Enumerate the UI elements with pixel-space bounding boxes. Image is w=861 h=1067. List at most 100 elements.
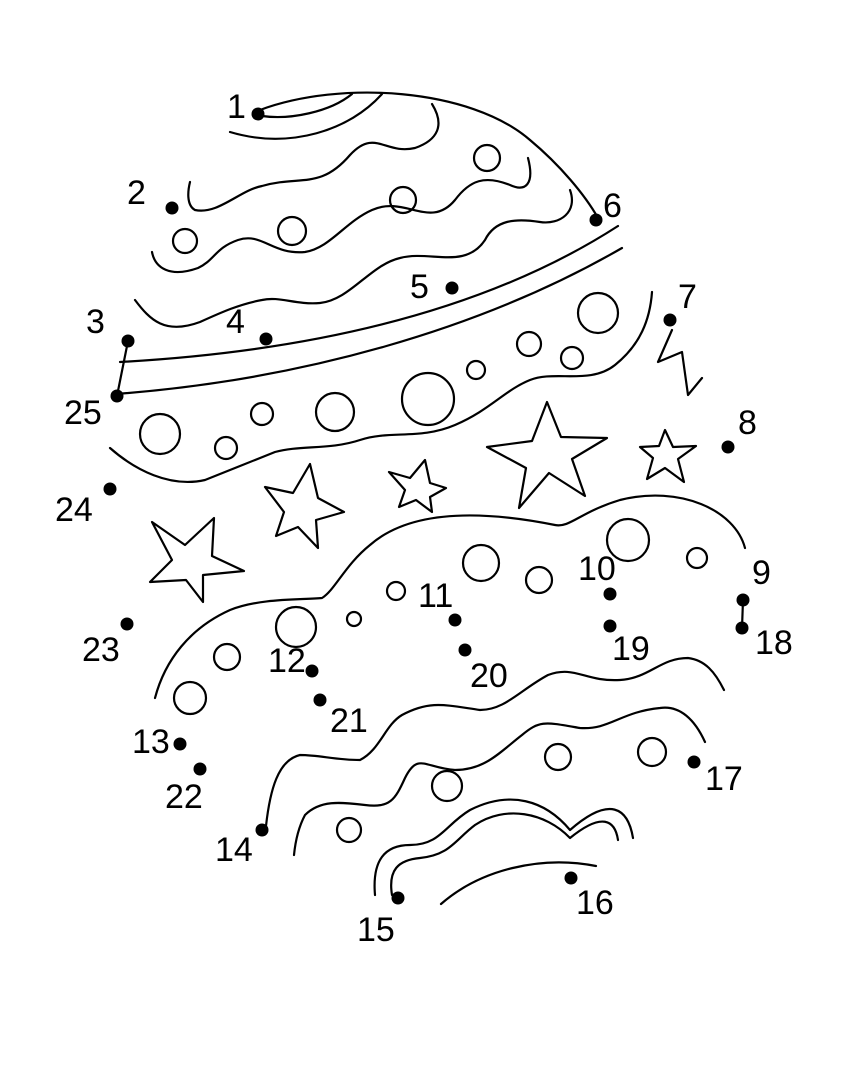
numbered-dot[interactable]: 5 [410,268,459,306]
egg-dot-circle [605,517,651,563]
svg-text:20: 20 [470,657,508,695]
svg-text:9: 9 [752,554,771,592]
star-icon [485,400,609,510]
numbered-dot[interactable]: 23 [82,617,134,670]
svg-text:19: 19 [612,630,650,668]
egg-middle-artwork [108,290,704,484]
egg-dot-circle [461,543,501,583]
egg-lower-outline [153,494,747,700]
svg-text:12: 12 [268,642,306,680]
svg-text:23: 23 [82,631,120,669]
egg-dot-circle [138,412,182,456]
egg-band-line-upper [118,224,620,364]
svg-text:25: 25 [64,394,102,432]
egg-dot-circle [388,185,418,215]
svg-text:16: 16 [576,884,614,922]
egg-bottom-arc-base [439,861,598,906]
numbered-dot[interactable]: 15 [357,891,405,950]
connector-line-3-25 [115,339,130,398]
egg-wave-1 [187,102,440,212]
egg-bottom-arc-outer [373,798,635,897]
svg-text:21: 21 [330,702,368,740]
egg-dot-circle [636,736,668,768]
svg-text:10: 10 [578,550,616,588]
egg-dot-circle [385,580,407,602]
egg-lower-wave-1 [264,656,726,828]
egg-lower-wave-2 [292,706,707,857]
egg-dot-circle [276,215,308,247]
numbered-dot[interactable]: 14 [215,823,269,870]
egg-dot-circle [576,291,620,335]
svg-text:22: 22 [165,778,203,816]
numbered-dot[interactable]: 25 [64,389,124,433]
numbered-dot[interactable]: 12 [268,642,319,680]
numbered-dot[interactable]: 10 [578,550,617,601]
egg-dot-circle [430,769,464,803]
numbered-dot[interactable]: 21 [313,693,368,741]
egg-top-swirl-outer [228,92,384,140]
egg-band-line-lower [114,246,624,396]
egg-outline-top-arc [258,91,600,220]
numbered-dot[interactable]: 22 [165,762,207,817]
svg-text:13: 13 [132,723,170,761]
numbered-dot[interactable]: 4 [226,303,273,346]
numbered-dot[interactable]: 1 [227,88,265,126]
svg-text:4: 4 [226,303,245,341]
svg-text:24: 24 [55,491,93,529]
egg-dot-circle [249,401,275,427]
numbered-dot[interactable]: 18 [735,621,793,663]
egg-dot-circle [524,565,554,595]
egg-dot-circle [559,345,585,371]
numbered-dot[interactable]: 2 [127,174,179,215]
egg-dot-circle [172,680,208,716]
egg-dot-circle [345,610,363,628]
star-icon [638,428,698,484]
numbered-dot[interactable]: 7 [663,278,697,327]
svg-text:7: 7 [678,278,697,316]
numbered-dot[interactable]: 24 [55,482,117,530]
egg-dot-circle [314,391,356,433]
svg-text:5: 5 [410,268,429,306]
numbered-dot[interactable]: 8 [721,404,757,454]
star-icon [387,458,448,514]
svg-text:17: 17 [705,760,743,798]
egg-dot-circle [685,546,709,570]
numbered-dot[interactable]: 20 [458,643,508,696]
svg-text:8: 8 [738,404,757,442]
svg-text:3: 3 [86,303,105,341]
egg-dot-circle [543,742,573,772]
numbered-dot[interactable]: 9 [736,554,771,607]
numbered-dot[interactable]: 19 [603,619,650,669]
egg-dot-circle [335,816,363,844]
svg-text:18: 18 [755,624,793,662]
egg-bottom-arc-inner [390,812,620,897]
egg-dot-circle [212,642,242,672]
numbered-dot[interactable]: 6 [589,187,622,227]
egg-top-artwork [114,91,624,396]
egg-dot-circle [213,435,239,461]
svg-text:14: 14 [215,831,253,869]
svg-text:15: 15 [357,911,395,949]
egg-top-swirl-inner [260,92,354,119]
star-group [148,400,698,604]
egg-dot-circle [472,143,502,173]
numbered-dots: 1 2 3 4 5 6 7 8 9 10 11 12 13 14 15 16 1… [55,88,793,949]
svg-text:6: 6 [603,187,622,225]
egg-dot-circle [515,330,543,358]
egg-dot-circle [274,605,318,649]
egg-middle-wave [108,290,654,484]
egg-dot-circle [465,359,487,381]
egg-lower-artwork [153,494,747,906]
egg-wave-2 [150,156,532,273]
numbered-dot[interactable]: 11 [418,577,462,627]
svg-text:1: 1 [227,88,246,126]
numbered-dot[interactable]: 3 [86,303,135,348]
numbered-dot[interactable]: 17 [687,755,743,799]
numbered-dot[interactable]: 16 [564,871,614,923]
svg-text:2: 2 [127,174,146,212]
lightning-zigzag [656,328,704,397]
numbered-dot[interactable]: 13 [132,723,187,761]
svg-text:11: 11 [418,577,453,615]
star-icon [148,516,246,604]
